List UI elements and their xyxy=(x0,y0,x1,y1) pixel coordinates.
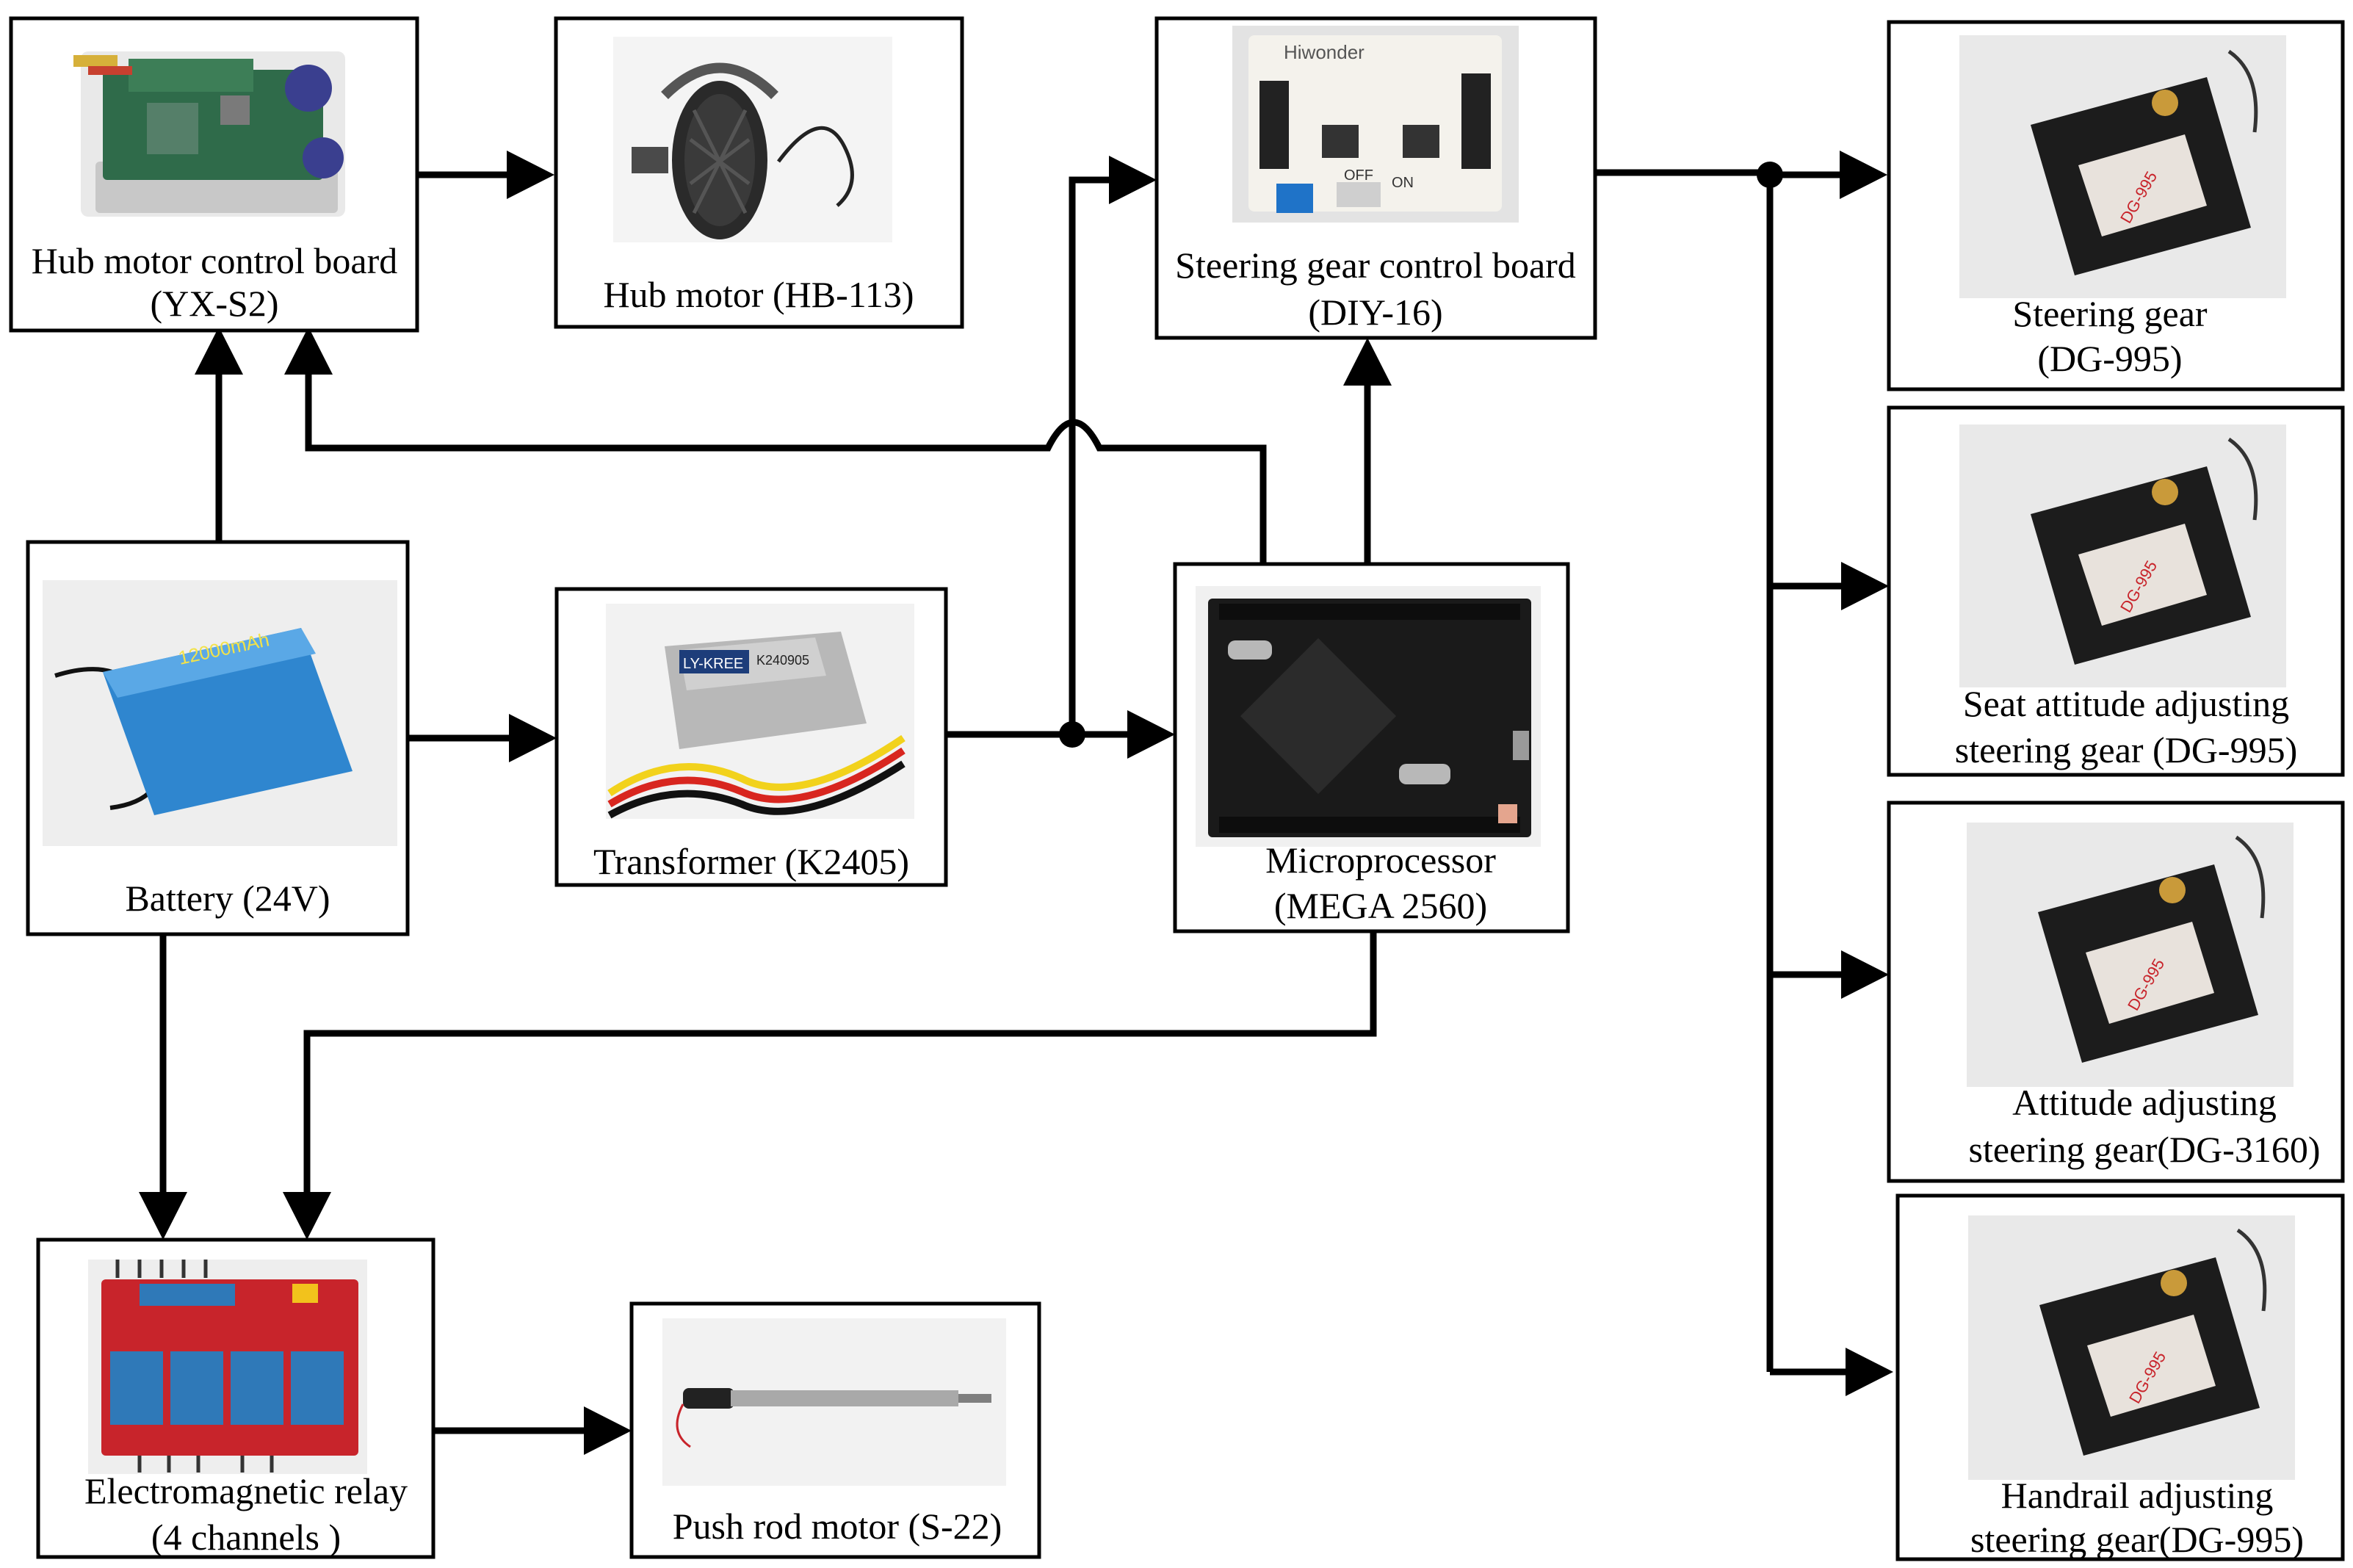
handrail-gear-model: steering gear(DG-995) xyxy=(1970,1519,2304,1560)
steering-gear-control-board-model: (DIY-16) xyxy=(1308,292,1442,333)
microprocessor-name: Microprocessor xyxy=(1265,839,1496,881)
arrowhead xyxy=(1109,156,1157,204)
transformer-part-text: K240905 xyxy=(756,653,809,668)
electromagnetic-relay-model: (4 channels ) xyxy=(151,1517,341,1558)
attitude-gear-model: steering gear(DG-3160) xyxy=(1969,1129,2321,1170)
attitude-gear-photo: DG-995 xyxy=(1967,823,2294,1087)
board-brand-text: Hiwonder xyxy=(1284,41,1365,63)
connections xyxy=(139,151,1893,1455)
arrowhead xyxy=(507,151,554,199)
arrowhead xyxy=(584,1406,632,1455)
wire-microprocessor-to-relay xyxy=(303,931,1377,1196)
steering-gear-photo: DG-995 xyxy=(1959,35,2286,298)
microprocessor-block: Microprocessor (MEGA 2560) xyxy=(1173,562,1570,933)
transformer-name: Transformer (K2405) xyxy=(593,841,909,882)
push-rod-motor-name: Push rod motor (S-22) xyxy=(673,1506,1002,1547)
seat-attitude-gear-model: steering gear (DG-995) xyxy=(1955,729,2297,770)
hub-motor-control-board-block: Hub motor control board (YX-S2) xyxy=(9,16,419,333)
hub-motor-control-board-photo xyxy=(73,51,345,217)
wire-power-to-steering-board xyxy=(1069,176,1113,734)
arrowhead xyxy=(1343,338,1392,386)
microprocessor-model: (MEGA 2560) xyxy=(1274,885,1487,926)
arrowhead xyxy=(1840,151,1887,199)
transformer-brand-text: LY-KREE xyxy=(683,656,743,672)
attitude-gear-name: Attitude adjusting xyxy=(2012,1082,2277,1123)
steering-gear-control-board-name: Steering gear control board xyxy=(1175,245,1576,286)
hub-motor-control-board-name: Hub motor control board xyxy=(32,240,398,281)
steering-gear-block: DG-995 Steering gear (DG-995) xyxy=(1887,20,2345,391)
hub-motor-control-board-model: (YX-S2) xyxy=(151,283,279,324)
arrowhead xyxy=(1841,562,1889,610)
wire-microprocessor-to-hub-board xyxy=(305,371,1267,564)
handrail-gear-photo: DG-995 xyxy=(1968,1215,2295,1480)
battery-photo: 12000mAh xyxy=(43,580,397,846)
steering-gear-control-board-block: Hiwonder OFF ON Steering gear control bo… xyxy=(1154,16,1597,340)
transformer-photo: LY-KREE K240905 xyxy=(606,604,914,819)
battery-block: 12000mAh Battery (24V) xyxy=(26,540,410,936)
attitude-gear-block: DG-995 Attitude adjusting steering gear(… xyxy=(1887,801,2345,1183)
hub-motor-name: Hub motor (HB-113) xyxy=(603,274,914,315)
board-off-text: OFF xyxy=(1344,167,1373,184)
transformer-block: LY-KREE K240905 Transformer (K2405) xyxy=(554,587,948,887)
electromagnetic-relay-block: Electromagnetic relay (4 channels ) xyxy=(36,1238,435,1559)
wire-steering-board-to-bus xyxy=(1595,169,1774,1372)
hub-motor-photo xyxy=(613,37,892,242)
arrowhead xyxy=(1841,950,1889,999)
microprocessor-photo xyxy=(1196,586,1541,847)
arrowhead xyxy=(283,1192,331,1240)
steering-gear-name: Steering gear xyxy=(2012,293,2208,334)
arrowhead xyxy=(509,714,557,762)
steering-gear-control-board-photo: Hiwonder OFF ON xyxy=(1232,26,1519,223)
seat-attitude-gear-photo: DG-995 xyxy=(1959,424,2286,687)
handrail-gear-name: Handrail adjusting xyxy=(2001,1475,2274,1516)
battery-name: Battery (24V) xyxy=(125,878,330,919)
push-rod-motor-photo xyxy=(662,1318,1006,1486)
arrowhead xyxy=(195,327,243,375)
seat-attitude-gear-name: Seat attitude adjusting xyxy=(1963,683,2289,724)
push-rod-motor-block: Push rod motor (S-22) xyxy=(629,1301,1041,1559)
steering-gear-model: (DG-995) xyxy=(2037,338,2182,379)
board-on-text: ON xyxy=(1392,175,1414,191)
arrowhead xyxy=(1127,710,1175,759)
handrail-gear-block: DG-995 Handrail adjusting steering gear(… xyxy=(1895,1193,2345,1561)
arrowhead xyxy=(284,327,333,375)
arrowhead xyxy=(1846,1348,1893,1396)
electromagnetic-relay-photo xyxy=(88,1260,367,1474)
arrowhead xyxy=(139,1192,187,1240)
hub-motor-block: Hub motor (HB-113) xyxy=(554,16,964,329)
electromagnetic-relay-name: Electromagnetic relay xyxy=(84,1470,408,1511)
seat-attitude-gear-block: DG-995 Seat attitude adjusting steering … xyxy=(1887,405,2345,777)
